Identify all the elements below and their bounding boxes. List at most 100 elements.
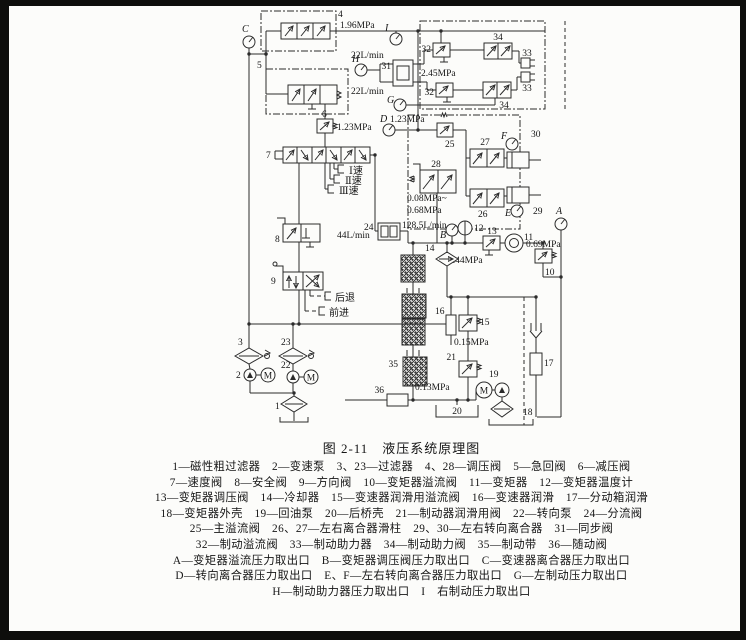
pressure-converter-relief: 0.69MPa xyxy=(526,240,561,250)
pump-19-scavenge xyxy=(492,382,510,398)
legend-line-8: D—转向离合器压力取出口 E、F—左右转向离合器压力取出口 G—左制动压力取出口 xyxy=(175,570,628,583)
port-label-E: E xyxy=(504,208,511,219)
valve-36-follow-up xyxy=(386,393,409,407)
label-14: 14 xyxy=(425,244,435,254)
paper-background: 4 1.96MPa C 5 6 1.23MPa xyxy=(9,6,740,631)
label-28: 28 xyxy=(431,160,441,170)
pressure-clutch-high: 0.68MPa xyxy=(407,206,442,216)
label-3: 3 xyxy=(238,338,243,348)
junction-dots xyxy=(247,29,563,402)
valve-25-main-relief xyxy=(436,111,454,138)
gauge-D xyxy=(382,123,396,137)
flow-left-22: 22L/min xyxy=(351,51,384,61)
gauge-G xyxy=(393,98,407,112)
valve-10-converter-relief xyxy=(534,248,558,264)
legend-line-7: A—变矩器溢流压力取出口 B—变矩器调压阀压力取出口 C—变速器离合器压力取出口 xyxy=(172,554,631,567)
forward-label: 前进 xyxy=(329,306,349,319)
label-24: 24 xyxy=(364,223,374,233)
pressure-brake-booster: 2.45MPa xyxy=(421,69,456,79)
figure-title: 图 2-11 液压系统原理图 xyxy=(322,441,481,456)
label-26: 26 xyxy=(478,210,488,220)
valve-15-lube-relief xyxy=(458,314,483,332)
label-27: 27 xyxy=(480,138,490,148)
port-label-I: I xyxy=(384,23,389,34)
gauge-C xyxy=(242,35,256,49)
flow-divider-128: 128.5L/min xyxy=(402,221,447,231)
spray-17 xyxy=(529,321,543,339)
label-13: 13 xyxy=(487,227,497,237)
pressure-main-regulator: 1.96MPa xyxy=(340,21,375,31)
motor-2-label: M xyxy=(264,372,273,382)
label-8: 8 xyxy=(275,235,280,245)
cylinder-30 xyxy=(506,151,530,169)
gauge-F xyxy=(505,137,519,151)
valve-32-top xyxy=(432,42,451,63)
label-34b: 34 xyxy=(499,101,509,111)
filter-3 xyxy=(233,347,271,365)
tank-18-converter-case xyxy=(488,419,534,426)
gauge-E xyxy=(510,204,524,218)
speed-3-label: Ⅲ速 xyxy=(339,185,359,197)
port-label-F: F xyxy=(500,131,508,142)
label-10: 10 xyxy=(545,268,555,278)
pressure-brake-lube: 0.13MPa xyxy=(415,383,450,393)
direction-ports xyxy=(304,290,331,316)
label-4: 4 xyxy=(338,10,343,20)
thermometer-12 xyxy=(457,220,473,236)
label-5: 5 xyxy=(257,61,262,71)
gauge-A xyxy=(554,217,568,231)
filter-23 xyxy=(277,347,315,365)
label-17: 17 xyxy=(544,359,554,369)
restrictor-16 xyxy=(445,314,457,336)
port-label-G: G xyxy=(387,95,394,106)
booster-33-top xyxy=(520,57,535,69)
valve-31-synchronizer xyxy=(392,59,414,87)
motor-22-label: M xyxy=(307,374,316,384)
label-16: 16 xyxy=(435,307,445,317)
label-32a: 32 xyxy=(422,45,432,55)
pressure-lube-relief: 0.15MPa xyxy=(454,338,489,348)
label-23: 23 xyxy=(281,338,291,348)
label-6: 6 xyxy=(322,110,327,120)
booster-33-bottom xyxy=(520,71,535,83)
valve-32-bottom xyxy=(435,82,454,103)
speed-1-label: Ⅰ速 xyxy=(349,165,363,177)
label-33a: 33 xyxy=(522,49,532,59)
filter-19-return xyxy=(490,400,514,418)
valve-24-flow-divider xyxy=(377,222,401,241)
label-25: 25 xyxy=(445,140,455,150)
legend-line-1: 1—磁性粗过滤器 2—变速泵 3、23—过滤器 4、28—调压阀 5—急回阀 6… xyxy=(172,461,631,473)
valve-6-reducing xyxy=(316,118,339,134)
valve-7-speed xyxy=(274,146,371,164)
gauge-B xyxy=(445,223,459,237)
label-20: 20 xyxy=(452,407,462,417)
label-2: 2 xyxy=(236,371,241,381)
cooler-14 xyxy=(435,251,459,267)
valve-28-regulator xyxy=(408,163,457,194)
label-22: 22 xyxy=(281,361,291,371)
port-label-C: C xyxy=(242,24,249,35)
valve-13-converter-regulator xyxy=(482,235,501,256)
speed-ports xyxy=(324,163,344,194)
port-label-B: B xyxy=(440,230,446,241)
valve-34-bottom xyxy=(482,81,512,99)
legend-line-4: 18—变矩器外壳 19—回油泵 20—后桥壳 21—制动器润滑用阀 22—转向泵… xyxy=(160,507,643,520)
label-32b: 32 xyxy=(425,88,435,98)
legend-line-6: 32—制动溢流阀 33—制动助力器 34—制动助力阀 35—制动带 36—随动阀 xyxy=(195,538,608,551)
tank-20-rear-axle xyxy=(435,405,479,418)
pressure-converter-inlet: 0.44MPa xyxy=(448,256,483,266)
torque-converter-11 xyxy=(504,233,524,253)
label-12: 12 xyxy=(474,224,484,234)
lube-17-transfer-case xyxy=(529,352,543,376)
pump-2-transmission xyxy=(243,367,276,383)
label-21: 21 xyxy=(447,353,457,363)
valve-27-spool xyxy=(469,148,505,168)
label-30: 30 xyxy=(531,130,541,140)
flow-divider-44: 44L/min xyxy=(337,231,370,241)
label-35: 35 xyxy=(389,360,399,370)
motor-19-label: M xyxy=(480,387,489,397)
valve-4-regulator xyxy=(280,22,331,40)
label-11: 11 xyxy=(524,233,533,243)
label-33b: 33 xyxy=(522,84,532,94)
